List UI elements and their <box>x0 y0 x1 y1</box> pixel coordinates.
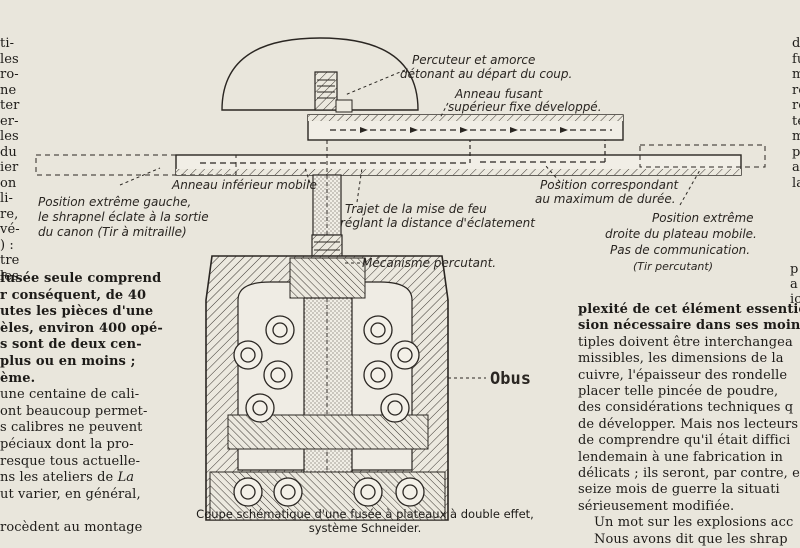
right-line: sion nécessaire dans ses moindres <box>578 318 800 334</box>
left-line: fusée seule comprend <box>0 271 162 286</box>
left-line: r conséquent, de 40 <box>0 287 147 303</box>
right-line: plexité de cet élément essentiel <box>578 302 800 317</box>
left-fragment: les <box>0 51 19 67</box>
caption-line-1: Coupe schématique d'une fusée à plateaux… <box>196 507 534 521</box>
left-fragment: du <box>0 144 17 160</box>
left-line: péciaux dont la pro- <box>0 437 134 452</box>
label-anneau-inferieur: Anneau inférieur mobile <box>171 178 317 192</box>
right-mid-fragment: ic <box>790 292 800 307</box>
right-mid-fragment: p <box>790 262 799 277</box>
position-left-outline <box>35 154 237 176</box>
left-line: resque tous actuelle- <box>0 453 141 469</box>
left-fragment: ne <box>0 82 17 98</box>
right-line: tiples doivent être interchangea <box>578 334 793 350</box>
left-line: èles, environ 400 opé- <box>0 320 163 336</box>
right-line: Un mot sur les explosions acc <box>594 515 794 531</box>
left-fragment: re, <box>0 206 19 222</box>
left-fragment: les <box>0 129 19 144</box>
label-mecanisme: Mécanisme percutant. <box>362 256 496 270</box>
right-line: missibles, les dimensions de la <box>578 351 784 367</box>
label-anneau-fusant-2: supérieur fixe développé. <box>448 100 602 114</box>
caption-line-2: système Schneider. <box>308 521 422 535</box>
left-line: s sont de deux cen- <box>0 337 142 353</box>
position-right-outline <box>639 144 766 168</box>
right-line: des considérations techniques q <box>578 400 794 416</box>
label-anneau-fusant-1: Anneau fusant <box>454 87 544 101</box>
label-position-gauche-2: le shrapnel éclate à la sortie <box>38 210 209 224</box>
left-fragment: ) : <box>0 237 14 253</box>
left-line: une centaine de cali- <box>0 387 140 403</box>
right-fragment: a <box>792 160 800 175</box>
right-fragment: re <box>792 82 800 98</box>
left-fragment: ter <box>0 98 20 113</box>
label-trajet-1: Trajet de la mise de feu <box>345 202 487 216</box>
right-fragment: d <box>792 36 800 51</box>
right-fragment: re <box>792 98 800 113</box>
right-line: lendemain à une fabrication in <box>578 449 783 465</box>
right-line: placer telle pincée de poudre, <box>578 384 779 399</box>
label-trajet-2: réglant la distance d'éclatement <box>340 216 536 230</box>
label-position-gauche-1: Position extrême gauche, <box>38 195 191 209</box>
percuteur <box>314 71 338 111</box>
left-line: ns les ateliers de La <box>0 470 135 486</box>
left-line: ème. <box>0 370 36 386</box>
left-fragment: er- <box>0 113 19 129</box>
label-position-max-1: Position correspondant <box>540 178 680 192</box>
label-position-droite-1: Position extrême <box>652 211 754 225</box>
label-position-droite-3: Pas de communication. <box>610 243 750 257</box>
right-fragment: p <box>792 144 800 160</box>
right-fragment: la <box>792 175 800 191</box>
label-position-gauche-3: du canon (Tir à mitraille) <box>38 225 187 239</box>
label-obus: Obus <box>490 369 531 389</box>
label-percuteur-1: Percuteur et amorce <box>412 53 535 67</box>
right-line: Nous avons dit que les shrap <box>594 531 788 547</box>
right-line: seize mois de guerre la situati <box>578 482 780 498</box>
left-fragment: les <box>0 268 19 284</box>
right-line: sérieusement modifiée. <box>578 498 735 514</box>
right-line: de développer. Mais nos lecteurs <box>578 416 799 432</box>
label-percuteur-2: détonant au départ du coup. <box>400 67 572 81</box>
left-fragment: ti- <box>0 36 15 51</box>
left-line: utes les pièces d'une <box>0 304 154 320</box>
right-fragment: te <box>792 113 800 129</box>
left-fragment: ro- <box>0 67 19 82</box>
left-fragment: tre <box>0 253 20 268</box>
label-position-droite-4: (Tir percutant) <box>633 260 713 273</box>
left-fragment: on <box>0 175 17 191</box>
label-position-droite-2: droite du plateau mobile. <box>605 227 757 241</box>
right-fragment: fu <box>792 51 800 67</box>
left-line: ont beaucoup permet- <box>0 403 148 419</box>
left-line: plus ou en moins ; <box>0 354 136 369</box>
fuse-dome <box>221 37 419 111</box>
left-line: ut varier, en général, <box>0 486 141 502</box>
right-mid-fragment: a <box>790 277 798 292</box>
left-fragment: vé- <box>0 222 20 237</box>
left-fragment: li- <box>0 191 14 206</box>
right-fragment: m <box>792 129 800 144</box>
left-fragment: ier <box>0 160 19 175</box>
left-line: rocèdent au montage <box>0 520 143 535</box>
right-fragment: m <box>792 67 800 82</box>
left-line: s calibres ne peuvent <box>0 420 143 436</box>
figure-caption: Coupe schématique d'une fusée à plateaux… <box>150 507 580 535</box>
right-line: délicats ; ils seront, par contre, en <box>578 466 800 481</box>
label-position-max-2: au maximum de durée. <box>535 192 676 206</box>
right-line: cuivre, l'épaisseur des rondelle <box>578 367 788 383</box>
right-line: de comprendre qu'il était diffici <box>578 433 791 449</box>
shrapnel-balls <box>233 315 425 507</box>
